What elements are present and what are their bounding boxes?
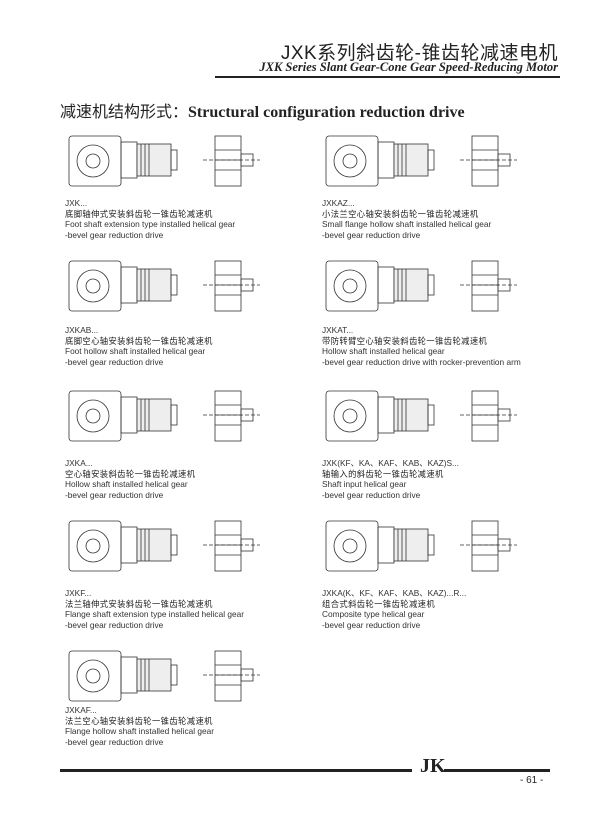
gear-motor-drawing [65, 515, 265, 584]
gear-motor-drawing [65, 385, 265, 454]
section-title-en: Structural configuration reduction drive [188, 104, 465, 121]
description-cn: 底脚空心轴安装斜齿轮一锥齿轮减速机 [65, 335, 213, 346]
model-code: JXK(KF、KA、KAF、KAB、KAZ)S... [322, 458, 459, 468]
description-cn: 法兰空心轴安装斜齿轮一锥齿轮减速机 [65, 715, 213, 726]
description-en-line2: -bevel gear reduction drive [65, 619, 164, 630]
section-title: 减速机结构形式：Structural configuration reducti… [60, 98, 465, 122]
page-number: - 61 - [520, 775, 544, 786]
description-en-line1: Hollow shaft installed helical gear [65, 479, 188, 490]
description-en-line2: -bevel gear reduction drive [322, 619, 421, 630]
model-code: JXKAF... [65, 705, 97, 715]
configuration-caption: JXKAZ... 小法兰空心轴安装斜齿轮一锥齿轮减速机 Small flange… [322, 198, 491, 240]
description-en-line1: Shaft input helical gear [322, 479, 407, 490]
description-en-line1: Small flange hollow shaft installed heli… [322, 219, 492, 230]
model-code: JXK... [65, 198, 88, 208]
description-en-line1: Foot hollow shaft installed helical gear [65, 346, 206, 357]
configuration-caption: JXK... 底脚轴伸式安装斜齿轮一锥齿轮减速机 Foot shaft exte… [65, 198, 235, 240]
header-divider [215, 76, 560, 78]
gear-motor-drawing [322, 515, 522, 584]
description-cn: 带防转臂空心轴安装斜齿轮一锥齿轮减速机 [322, 335, 488, 346]
description-cn: 组合式斜齿轮一锥齿轮减速机 [322, 598, 436, 609]
gear-motor-drawing [65, 645, 265, 714]
description-cn: 底脚轴伸式安装斜齿轮一锥齿轮减速机 [65, 208, 213, 219]
gear-motor-drawing [322, 255, 522, 324]
description-en-line1: Composite type helical gear [322, 609, 425, 620]
gear-motor-drawing [322, 385, 522, 454]
description-en-line2: -bevel gear reduction drive [65, 736, 164, 747]
gear-motor-drawing [65, 255, 265, 324]
gear-motor-drawing [65, 130, 265, 199]
configuration-caption: JXKA(K、KF、KAF、KAB、KAZ)...R... 组合式斜齿轮一锥齿轮… [322, 588, 466, 630]
description-en-line1: Hollow shaft installed helical gear [322, 346, 445, 357]
header-title-cn: JXK系列斜齿轮-锥齿轮减速电机 [280, 43, 558, 64]
section-title-cn: 减速机结构形式： [60, 104, 189, 121]
description-cn: 小法兰空心轴安装斜齿轮一锥齿轮减速机 [322, 208, 479, 219]
model-code: JXKAB... [65, 325, 99, 335]
footer-line-left [60, 769, 412, 772]
footer-line-right [444, 769, 550, 772]
configuration-caption: JXKAF... 法兰空心轴安装斜齿轮一锥齿轮减速机 Flange hollow… [65, 705, 214, 747]
configuration-caption: JXKAB... 底脚空心轴安装斜齿轮一锥齿轮减速机 Foot hollow s… [65, 325, 213, 367]
description-en-line1: Flange shaft extension type installed he… [65, 609, 244, 620]
description-en-line2: -bevel gear reduction drive [322, 229, 421, 240]
configuration-caption: JXK(KF、KA、KAF、KAB、KAZ)S... 轴输入的斜齿轮一锥齿轮减速… [322, 458, 459, 500]
header-title-en: JXK Series Slant Gear-Cone Gear Speed-Re… [259, 60, 558, 74]
description-en-line1: Foot shaft extension type installed heli… [65, 219, 236, 230]
configuration-caption: JXKA... 空心轴安装斜齿轮一锥齿轮减速机 Hollow shaft ins… [65, 458, 195, 500]
description-cn: 空心轴安装斜齿轮一锥齿轮减速机 [65, 468, 196, 479]
model-code: JXKAT... [322, 325, 354, 335]
footer-logo: JK [420, 755, 446, 777]
configuration-caption: JXKAT... 带防转臂空心轴安装斜齿轮一锥齿轮减速机 Hollow shaf… [322, 325, 521, 367]
configuration-caption: JXKF... 法兰轴伸式安装斜齿轮一锥齿轮减速机 Flange shaft e… [65, 588, 244, 630]
description-cn: 轴输入的斜齿轮一锥齿轮减速机 [322, 468, 444, 479]
description-en-line2: -bevel gear reduction drive [65, 489, 164, 500]
description-en-line2: -bevel gear reduction drive [65, 229, 164, 240]
description-en-line2: -bevel gear reduction drive with rocker-… [322, 356, 521, 367]
model-code: JXKA... [65, 458, 93, 468]
description-en-line2: -bevel gear reduction drive [322, 489, 421, 500]
gear-motor-drawing [322, 130, 522, 199]
model-code: JXKA(K、KF、KAF、KAB、KAZ)...R... [322, 588, 467, 598]
model-code: JXKF... [65, 588, 92, 598]
description-cn: 法兰轴伸式安装斜齿轮一锥齿轮减速机 [65, 598, 213, 609]
description-en-line2: -bevel gear reduction drive [65, 356, 164, 367]
model-code: JXKAZ... [322, 198, 355, 208]
description-en-line1: Flange hollow shaft installed helical ge… [65, 726, 214, 737]
